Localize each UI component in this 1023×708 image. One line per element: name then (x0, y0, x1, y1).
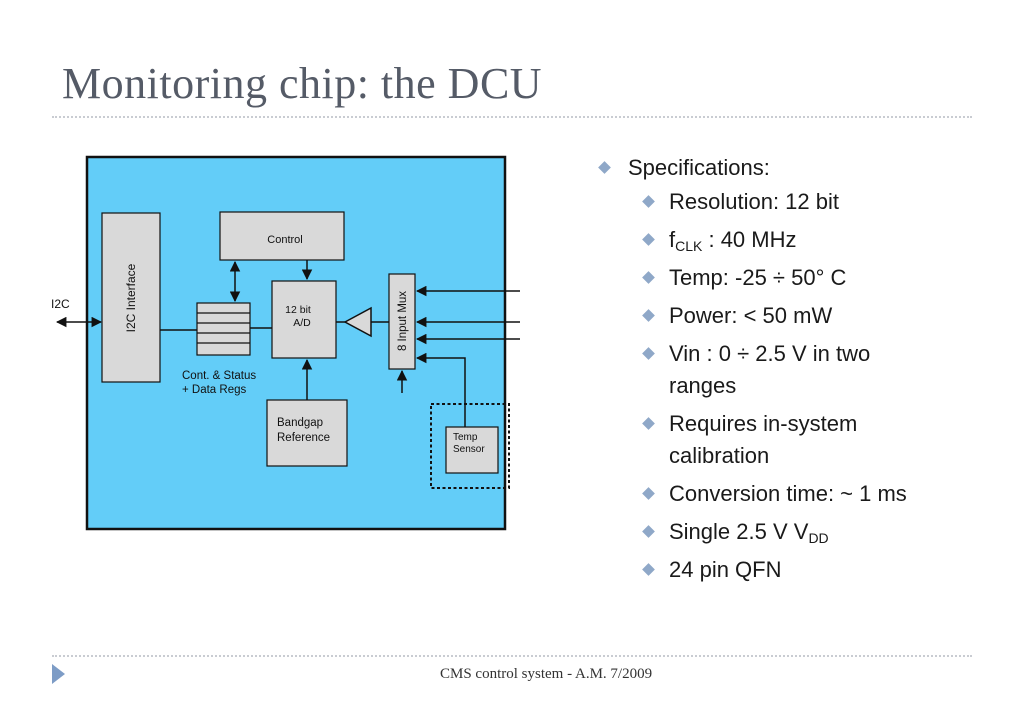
spec-item-power: Power: < 50 mW (592, 300, 922, 332)
i2c-interface-label: I2C Interface (124, 263, 138, 332)
temp-label-line2: Sensor (453, 444, 485, 455)
adc-label-line1: 12 bit (285, 304, 311, 316)
spec-item-resolution: Resolution: 12 bit (592, 186, 922, 218)
spec-item-clock: fCLK : 40 MHz (592, 224, 922, 256)
bandgap-block (266, 399, 348, 467)
i2c-pin-label: I2C (51, 297, 70, 311)
slide-footer: CMS control system - A.M. 7/2009 (440, 666, 653, 682)
diamond-bullet-icon (642, 195, 655, 208)
title-divider (52, 116, 972, 118)
spec-item-vin: Vin : 0 ÷ 2.5 V in two ranges (592, 338, 922, 402)
temp-sensor-boundary (430, 403, 510, 489)
mux-label: 8 Input Mux (397, 291, 409, 351)
diamond-bullet-icon (642, 525, 655, 538)
slide-title: Monitoring chip: the DCU (62, 59, 543, 108)
temp-sensor-block (445, 426, 499, 474)
regs-label-line1: Cont. & Status (182, 370, 256, 382)
specs-heading: Specifications: (592, 152, 922, 184)
specifications-list: Specifications: Resolution: 12 bit fCLK … (592, 152, 922, 592)
diamond-bullet-icon (642, 487, 655, 500)
next-slide-arrow-icon[interactable] (52, 664, 65, 684)
diamond-bullet-icon (642, 271, 655, 284)
spec-item-supply: Single 2.5 V VDD (592, 516, 922, 548)
i2c-interface-block (101, 212, 161, 383)
regs-label-line2: + Data Regs (182, 384, 246, 396)
data-registers (196, 302, 251, 356)
mux-block (388, 273, 416, 370)
bandgap-label-line1: Bandgap (277, 417, 323, 429)
control-block (219, 211, 345, 261)
temp-label-line1: Temp (453, 432, 478, 443)
spec-item-conversion-time: Conversion time: ~ 1 ms (592, 478, 922, 510)
spec-item-package: 24 pin QFN (592, 554, 922, 586)
diamond-bullet-icon (598, 161, 611, 174)
adc-label-line2: A/D (293, 317, 311, 329)
spec-item-calibration: Requires in-system calibration (592, 408, 922, 472)
bandgap-label-line2: Reference (277, 432, 330, 444)
diamond-bullet-icon (642, 309, 655, 322)
diamond-bullet-icon (642, 347, 655, 360)
adc-block (271, 280, 337, 359)
diamond-bullet-icon (642, 233, 655, 246)
control-label: Control (267, 234, 302, 246)
diamond-bullet-icon (642, 417, 655, 430)
diamond-bullet-icon (642, 563, 655, 576)
footer-divider (52, 655, 972, 657)
spec-item-temp: Temp: -25 ÷ 50° C (592, 262, 922, 294)
